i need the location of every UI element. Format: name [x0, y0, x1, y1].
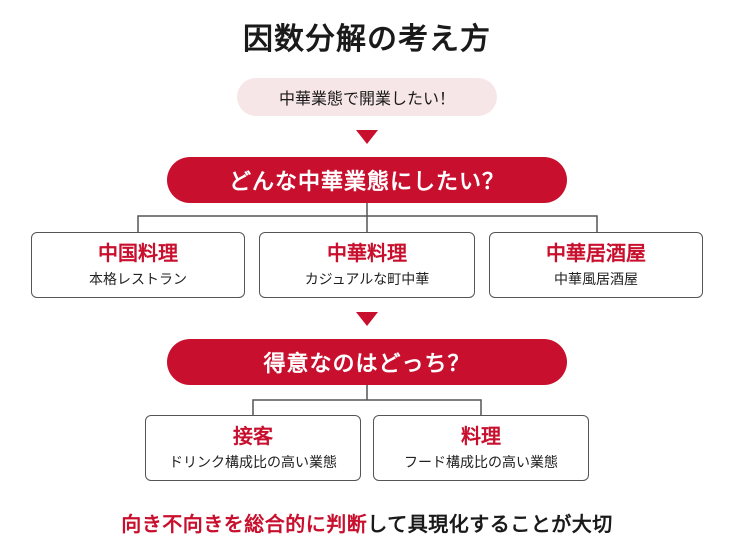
option-title: 中国料理 — [98, 241, 178, 265]
question-pill-1: どんな中華業態にしたい？ — [167, 157, 567, 203]
conclusion-rest: して具現化することが大切 — [367, 512, 613, 536]
option-box-chinese-cuisine: 中国料理 本格レストラン — [31, 232, 245, 298]
conclusion-highlight: 向き不向きを総合的に判断 — [121, 512, 368, 536]
option-title: 接客 — [233, 424, 273, 448]
down-arrow-icon — [356, 312, 378, 326]
connector-q1-tree — [137, 203, 598, 232]
option-subtitle: フード構成比の高い業態 — [404, 455, 558, 471]
option-title: 中華居酒屋 — [546, 241, 646, 265]
conclusion-text: 向き不向きを総合的に判断して具現化することが大切 — [0, 508, 734, 537]
question-pill-2: 得意なのはどっち？ — [167, 339, 567, 385]
option-title: 料理 — [461, 424, 501, 448]
option-title: 中華料理 — [327, 241, 407, 265]
down-arrow-icon — [356, 130, 378, 144]
option-subtitle: カジュアルな町中華 — [304, 272, 430, 288]
option-box-chinese-izakaya: 中華居酒屋 中華風居酒屋 — [489, 232, 703, 298]
question-2-label: 得意なのはどっち？ — [263, 352, 471, 377]
connector-q2-tree — [252, 385, 482, 415]
option-box-service: 接客 ドリンク構成比の高い業態 — [145, 415, 361, 481]
diagram-title: 因数分解の考え方 — [243, 22, 491, 57]
option-subtitle: ドリンク構成比の高い業態 — [169, 455, 337, 471]
start-pill-label: 中華業態で開業したい！ — [278, 89, 455, 108]
option-subtitle: 中華風居酒屋 — [554, 272, 638, 288]
option-box-cooking: 料理 フード構成比の高い業態 — [373, 415, 589, 481]
question-1-label: どんな中華業態にしたい？ — [228, 170, 505, 195]
option-subtitle: 本格レストラン — [89, 272, 187, 288]
start-pill: 中華業態で開業したい！ — [237, 78, 497, 116]
option-box-chuka-cuisine: 中華料理 カジュアルな町中華 — [259, 232, 475, 298]
